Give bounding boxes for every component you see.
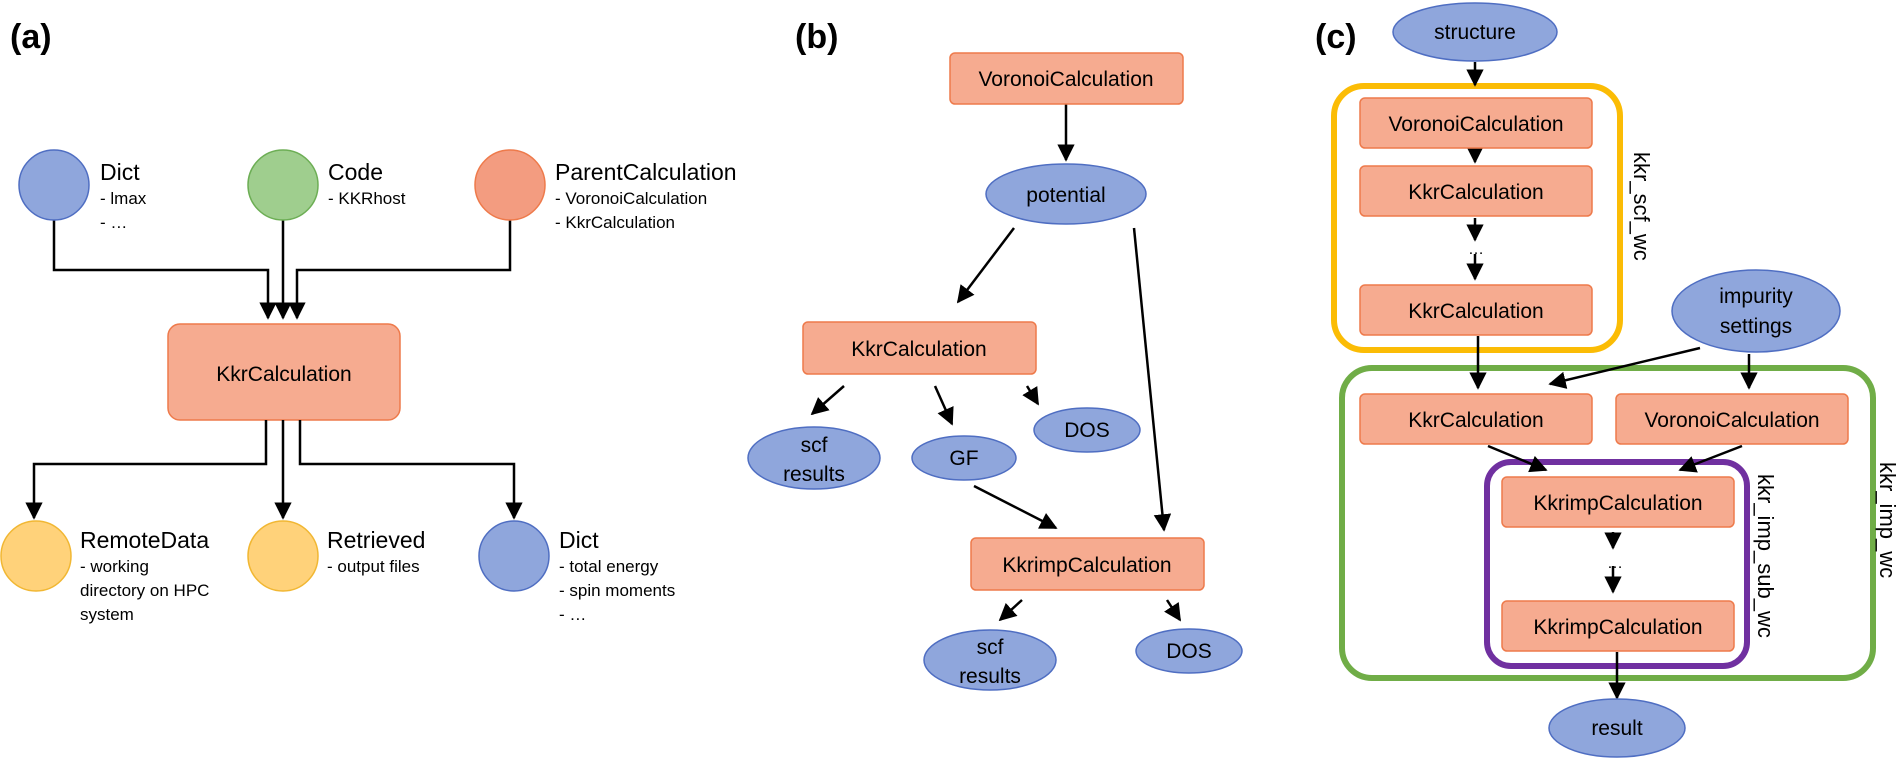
scf-results-1-line-1: scf [801,434,828,457]
kkrimp-calculation-node-c2 [1501,600,1735,652]
remote-data-line-3: system [80,605,134,624]
kkr-imp-sub-wc-label: kkr_imp_sub_wc [1753,474,1778,638]
panel-b-label: (b) [795,18,838,56]
panel-c-edges [1466,62,1758,700]
dict-output-line-2: - spin moments [559,581,675,600]
kkr-calculation-node-c1 [1359,165,1593,217]
retrieved-title: Retrieved [327,527,425,553]
impurity-settings-line-2: settings [1720,315,1792,338]
dos-1-label: DOS [1064,419,1110,442]
kkr-calculation-node-b [802,321,1037,375]
structure-node [1392,2,1558,62]
scf-results-1-line-2: results [783,463,845,486]
kkr-calculation-label-b: KkrCalculation [851,338,986,361]
panel-c: (c) kkr_scf_wc kkr_imp_wc kkr_imp_sub_wc… [1315,2,1900,758]
panel-c-label: (c) [1315,18,1357,56]
remote-data-title: RemoteData [80,527,209,553]
panel-a-input-edges [52,218,512,320]
voronoi-calculation-label-c1: VoronoiCalculation [1388,113,1563,136]
dict-input-line-2: - … [100,213,127,232]
potential-node [985,163,1147,225]
panel-a-output-edges [25,420,523,520]
parent-calculation-node [474,149,546,221]
kkrimp-calculation-node-b [970,537,1205,591]
code-title: Code [328,159,383,185]
dos-node-1 [1033,407,1141,453]
parent-calculation-line-2: - KkrCalculation [555,213,675,232]
dict-output-title: Dict [559,527,599,553]
voronoi-calculation-node [949,52,1184,105]
panel-b: (b) VoronoiCalculation potential KkrCalc… [747,18,1243,691]
kkr-calculation-label-c2: KkrCalculation [1408,300,1543,323]
voronoi-calculation-node-c1 [1359,97,1593,149]
dict-output-line-3: - … [559,605,586,624]
kkrimp-calculation-label-c1: KkrimpCalculation [1533,492,1702,515]
impurity-settings-node [1671,269,1841,353]
result-node [1548,698,1686,758]
kkr-calculation-label-c3: KkrCalculation [1408,409,1543,432]
code-node [247,149,319,221]
kkr-calculation-node-c3 [1359,393,1593,445]
structure-label: structure [1434,21,1516,44]
kkr-scf-wc-label: kkr_scf_wc [1629,152,1654,261]
scf-results-2-line-1: scf [977,636,1004,659]
dos-node-2 [1135,628,1243,674]
kkr-calculation-node-c2 [1359,284,1593,336]
dict-input-title: Dict [100,159,140,185]
ellipsis-c1: … [1468,241,1484,258]
dict-input-node [18,149,90,221]
voronoi-calculation-node-c2 [1615,393,1849,445]
dos-2-label: DOS [1166,640,1212,663]
dict-output-node [478,520,550,592]
remote-data-line-1: - working [80,557,149,576]
panel-b-edges [810,104,1182,622]
scf-results-node-1 [747,426,881,490]
panel-a-label: (a) [10,18,52,56]
code-line-1: - KKRhost [328,189,406,208]
ellipsis-c2: … [1607,555,1623,572]
dict-output-line-1: - total energy [559,557,659,576]
panel-a: (a) Dict - lmax - … Code - KKRhost Paren… [0,18,737,624]
parent-calculation-title: ParentCalculation [555,159,737,185]
voronoi-calculation-label-c2: VoronoiCalculation [1644,409,1819,432]
kkr-calculation-label-c1: KkrCalculation [1408,181,1543,204]
kkr-imp-wc-label: kkr_imp_wc [1875,462,1900,578]
scf-results-2-line-2: results [959,665,1021,688]
retrieved-line-1: - output files [327,557,420,576]
kkrimp-calculation-label-c2: KkrimpCalculation [1533,616,1702,639]
scf-results-node-2 [923,629,1057,691]
impurity-settings-line-1: impurity [1719,285,1793,308]
voronoi-calculation-label: VoronoiCalculation [978,68,1153,91]
gf-node [911,435,1017,481]
kkrimp-calculation-label-b: KkrimpCalculation [1002,554,1171,577]
remote-data-line-2: directory on HPC [80,581,209,600]
kkr-calculation-label: KkrCalculation [216,363,351,386]
dict-input-line-1: - lmax [100,189,147,208]
result-label: result [1591,717,1643,740]
parent-calculation-line-1: - VoronoiCalculation [555,189,707,208]
kkr-imp-wc-frame [1339,365,1876,681]
retrieved-node [247,520,319,592]
remote-data-node [0,520,72,592]
kkrimp-calculation-node-c1 [1501,476,1735,528]
gf-label: GF [949,447,978,470]
potential-label: potential [1026,184,1105,207]
